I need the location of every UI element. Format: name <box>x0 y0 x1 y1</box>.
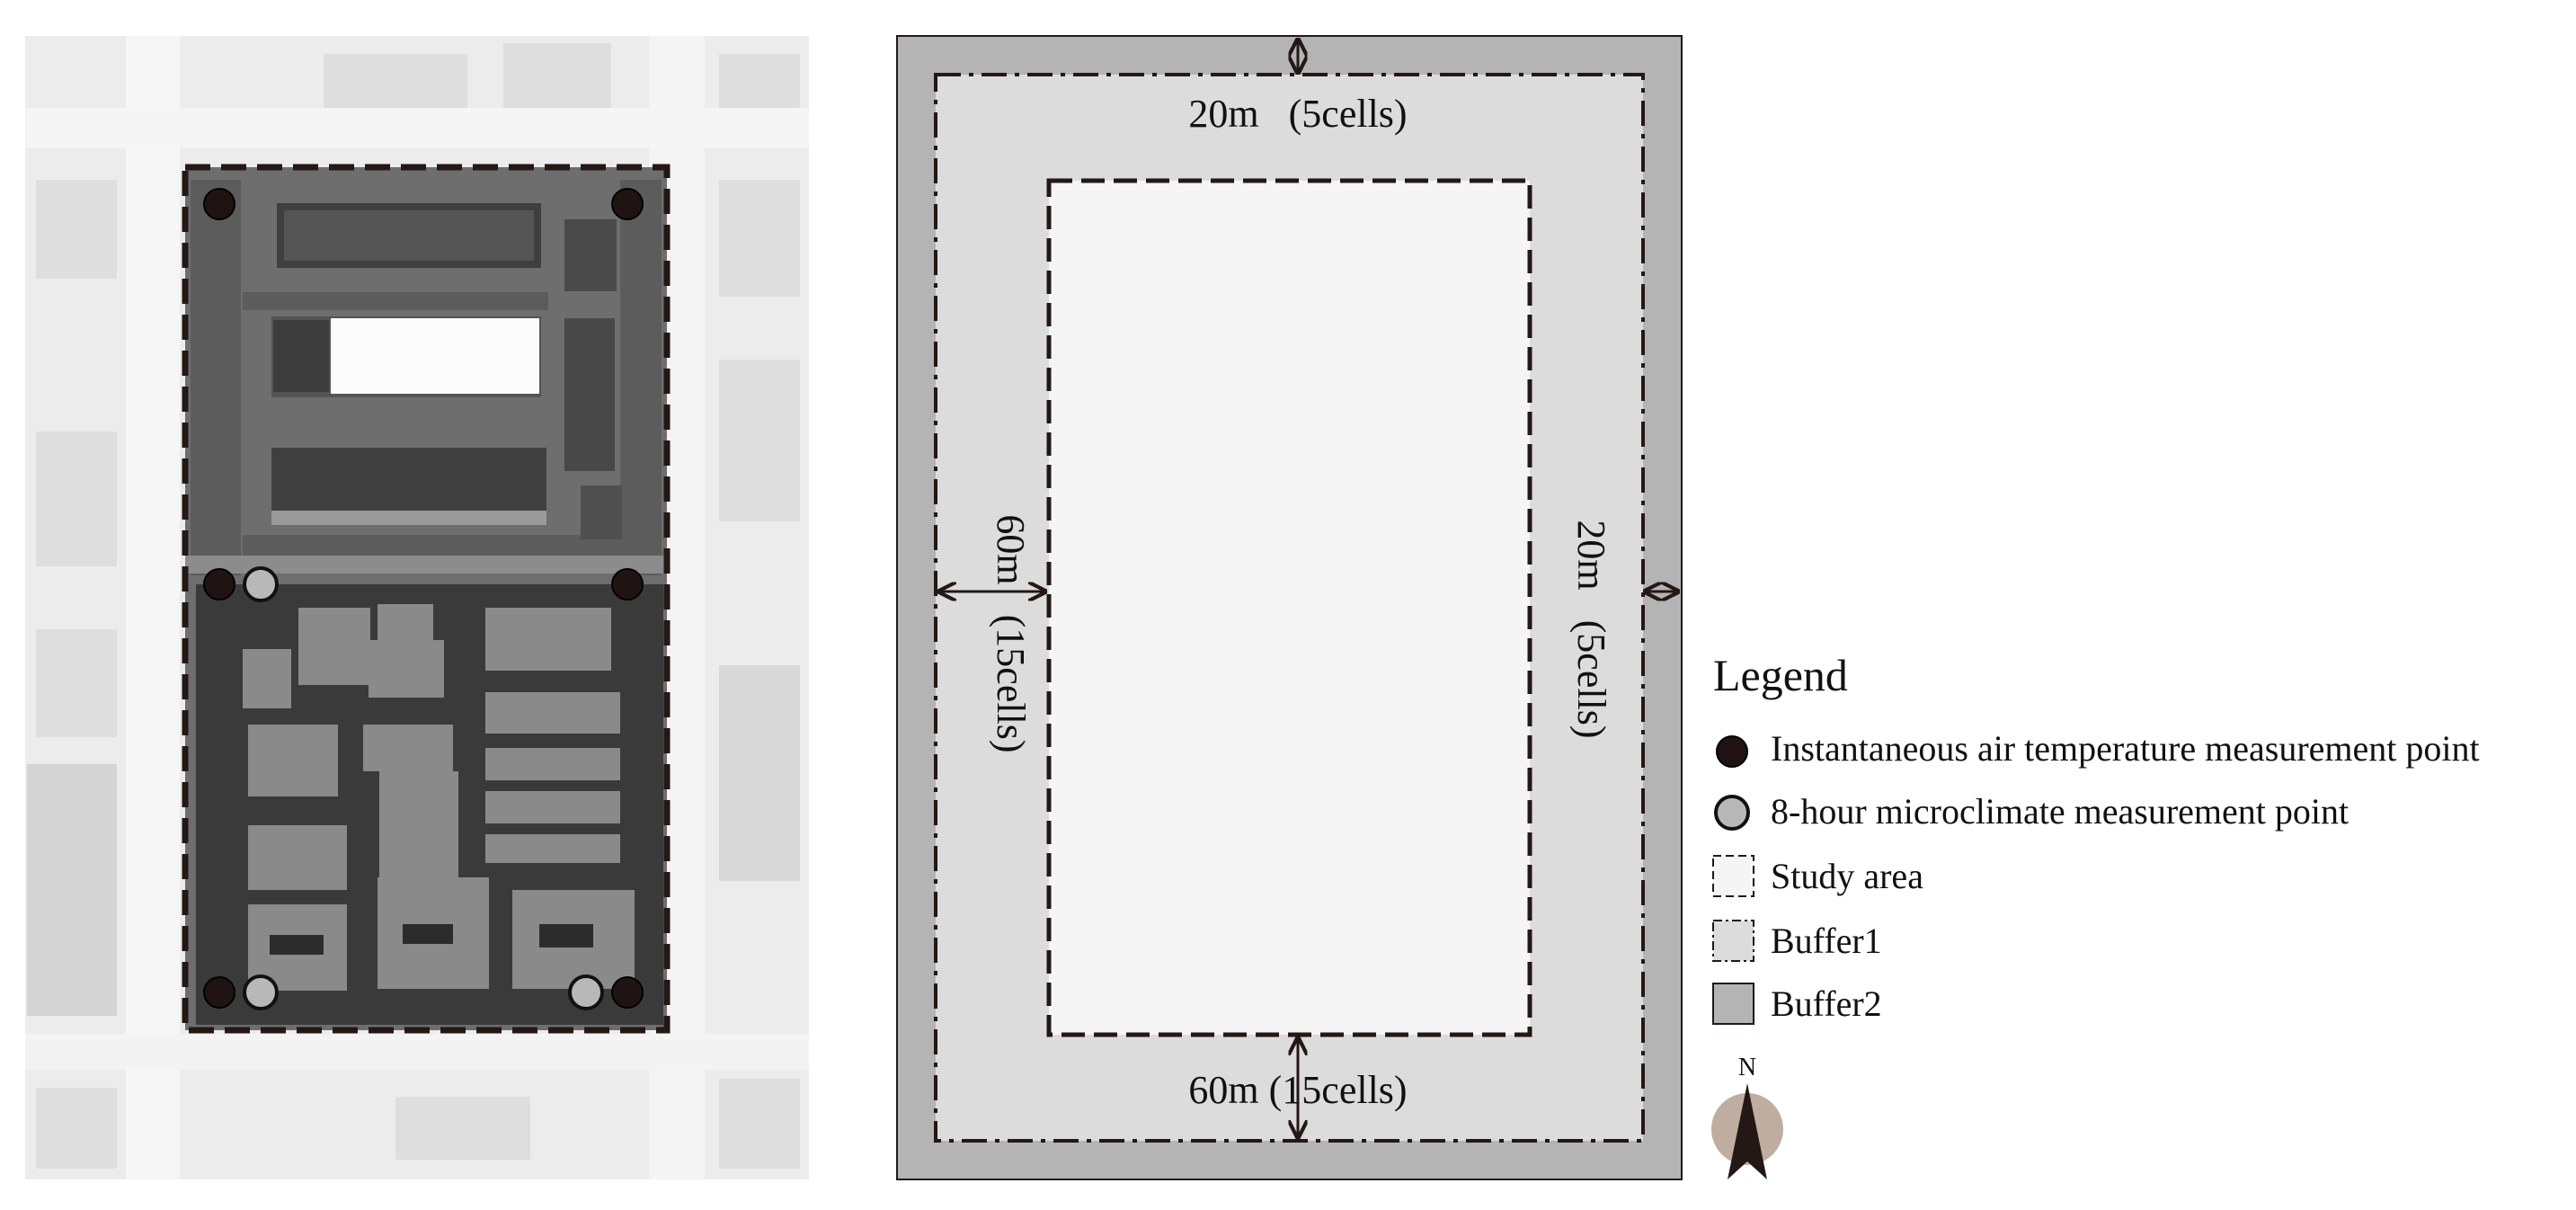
legend: Legend Instantaneous air temperature mea… <box>1711 650 2480 1179</box>
legend-item-8hour: 8-hour microclimate measurement point <box>1771 791 2349 832</box>
point-instant-sw <box>203 976 235 1009</box>
measurement-points <box>203 188 644 1010</box>
legend-8hour-point-icon <box>1714 795 1750 831</box>
road-north <box>25 108 809 147</box>
map-study-boundary <box>182 164 671 1034</box>
road-west <box>126 36 180 1179</box>
legend-buffer2-icon <box>1712 983 1754 1025</box>
south-buildings <box>196 584 663 1025</box>
legend-buffer1-icon <box>1712 920 1754 962</box>
point-8hour-w <box>243 566 279 602</box>
outside-buildings <box>27 43 800 1169</box>
label-top-buffer2: 20m (5cells) <box>1188 92 1407 136</box>
site-vegetation <box>191 180 662 575</box>
point-8hour-se <box>568 974 604 1010</box>
point-instant-ne <box>611 188 644 220</box>
label-bottom-buffer1: 60m (15cells) <box>1188 1068 1407 1112</box>
point-instant-w <box>203 568 235 601</box>
legend-study-area-icon <box>1712 855 1754 897</box>
point-8hour-sw <box>243 974 279 1010</box>
north-arrow-needle <box>1728 1083 1767 1179</box>
point-instant-nw <box>203 188 235 220</box>
label-left-buffer1: 60m (15cells) <box>989 514 1033 752</box>
legend-item-study-area: Study area <box>1771 856 1923 896</box>
legend-item-buffer2: Buffer2 <box>1771 983 1882 1024</box>
label-right-buffer2: 20m (5cells) <box>1569 520 1613 738</box>
legend-instant-point-icon <box>1716 735 1748 768</box>
study-area <box>1046 178 1532 1037</box>
buffer-diagram: 20m (5cells) 60m (15cells) 60m (15cells)… <box>896 35 1683 1180</box>
road-south <box>25 1034 809 1070</box>
north-buildings <box>271 203 622 539</box>
legend-item-buffer1: Buffer1 <box>1771 921 1882 961</box>
legend-title: Legend <box>1713 650 1848 700</box>
north-arrow-icon: N <box>1711 1054 1783 1179</box>
aerial-map <box>25 36 809 1179</box>
point-instant-se <box>611 976 644 1009</box>
point-instant-e <box>611 568 644 601</box>
legend-item-instant: Instantaneous air temperature measuremen… <box>1771 728 2480 769</box>
site-internal-road <box>185 556 667 574</box>
north-label: N <box>1738 1054 1756 1081</box>
